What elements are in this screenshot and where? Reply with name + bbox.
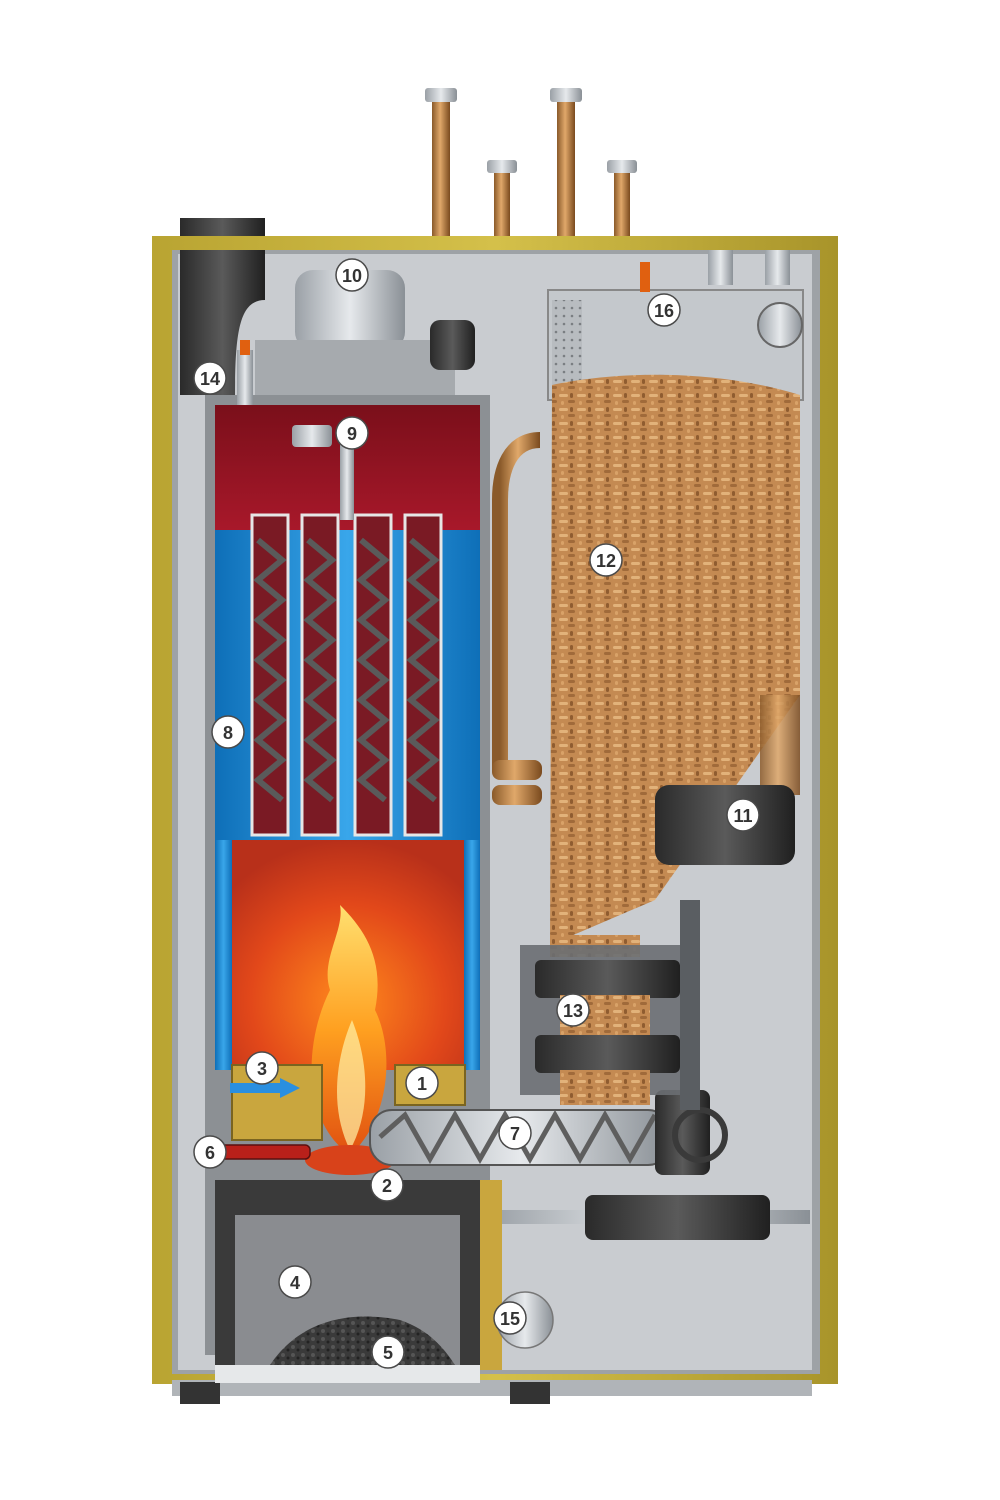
callout-marker bbox=[493, 1301, 527, 1335]
ash-pile bbox=[270, 1316, 455, 1365]
pellet-hopper bbox=[180, 250, 810, 1370]
callout-8: 8 bbox=[211, 715, 245, 749]
callout-9: 9 bbox=[335, 416, 369, 450]
callout-15: 15 bbox=[493, 1301, 527, 1335]
callout-label: 2 bbox=[382, 1176, 392, 1196]
motor bbox=[655, 785, 795, 865]
callout-marker bbox=[589, 543, 623, 577]
callout-12: 12 bbox=[589, 543, 623, 577]
callout-marker bbox=[498, 1116, 532, 1150]
callout-label: 15 bbox=[500, 1309, 520, 1329]
callout-label: 10 bbox=[342, 266, 362, 286]
callout-14: 14 bbox=[193, 361, 227, 395]
callout-label: 14 bbox=[200, 369, 220, 389]
flue-outlet bbox=[180, 250, 265, 395]
callout-label: 6 bbox=[205, 1143, 215, 1163]
callout-label: 13 bbox=[563, 1001, 583, 1021]
callout-label: 3 bbox=[257, 1059, 267, 1079]
callout-7: 7 bbox=[498, 1116, 532, 1150]
igniter-element bbox=[214, 1144, 311, 1160]
callout-marker bbox=[370, 1168, 404, 1202]
flue-fan bbox=[295, 270, 405, 350]
callout-1: 1 bbox=[405, 1066, 439, 1100]
callout-marker bbox=[278, 1265, 312, 1299]
callout-label: 7 bbox=[510, 1124, 520, 1144]
callout-marker bbox=[245, 1051, 279, 1085]
callout-2: 2 bbox=[370, 1168, 404, 1202]
callout-label: 1 bbox=[417, 1074, 427, 1094]
burner-insulation-left bbox=[231, 1064, 323, 1141]
callout-4: 4 bbox=[278, 1265, 312, 1299]
callout-marker bbox=[193, 1135, 227, 1169]
callout-5: 5 bbox=[371, 1335, 405, 1369]
callout-6: 6 bbox=[193, 1135, 227, 1169]
callout-3: 3 bbox=[245, 1051, 279, 1085]
callout-16: 16 bbox=[647, 293, 681, 327]
callout-marker bbox=[556, 993, 590, 1027]
callout-marker bbox=[193, 361, 227, 395]
callout-label: 12 bbox=[596, 551, 616, 571]
pellet-storage bbox=[550, 374, 800, 945]
callout-label: 8 bbox=[223, 723, 233, 743]
callout-13: 13 bbox=[556, 993, 590, 1027]
callout-marker bbox=[211, 715, 245, 749]
callout-label: 11 bbox=[733, 806, 752, 826]
callout-label: 16 bbox=[654, 301, 674, 321]
callout-marker bbox=[335, 258, 369, 292]
callout-label: 5 bbox=[383, 1343, 393, 1363]
heat-exchanger-column bbox=[205, 395, 490, 1383]
callout-marker bbox=[647, 293, 681, 327]
callout-marker bbox=[405, 1066, 439, 1100]
callout-label: 9 bbox=[347, 424, 357, 444]
callout-label: 4 bbox=[290, 1273, 300, 1293]
callout-10: 10 bbox=[335, 258, 369, 292]
callout-marker bbox=[726, 798, 760, 832]
callout-11: 11 bbox=[726, 798, 760, 832]
callout-marker bbox=[335, 416, 369, 450]
callout-marker bbox=[371, 1335, 405, 1369]
